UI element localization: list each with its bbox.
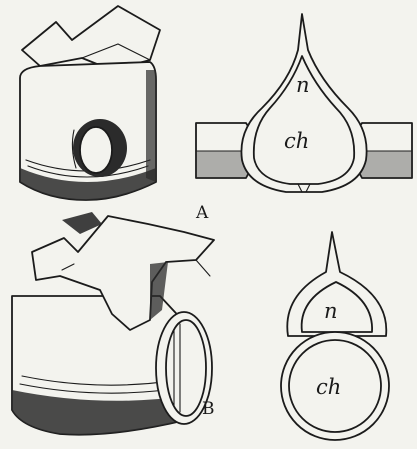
panel-a-neural-spine <box>22 6 160 70</box>
panel-b-label-ch: ch <box>316 375 341 399</box>
panel-b-caption: B <box>202 399 215 419</box>
panel-a-cross-section: n ch <box>196 14 412 192</box>
panel-b-label-n: n <box>324 299 338 323</box>
panel-a-side-view <box>20 6 160 200</box>
panel-a-label-ch: ch <box>284 129 309 153</box>
panel-a-vertebral-outline <box>241 14 366 192</box>
panel-b-front-view: n ch <box>281 232 389 440</box>
panel-b-oblique-view <box>12 212 214 435</box>
panel-a-label-n: n <box>296 73 310 97</box>
panel-a-caption: A <box>195 203 209 223</box>
